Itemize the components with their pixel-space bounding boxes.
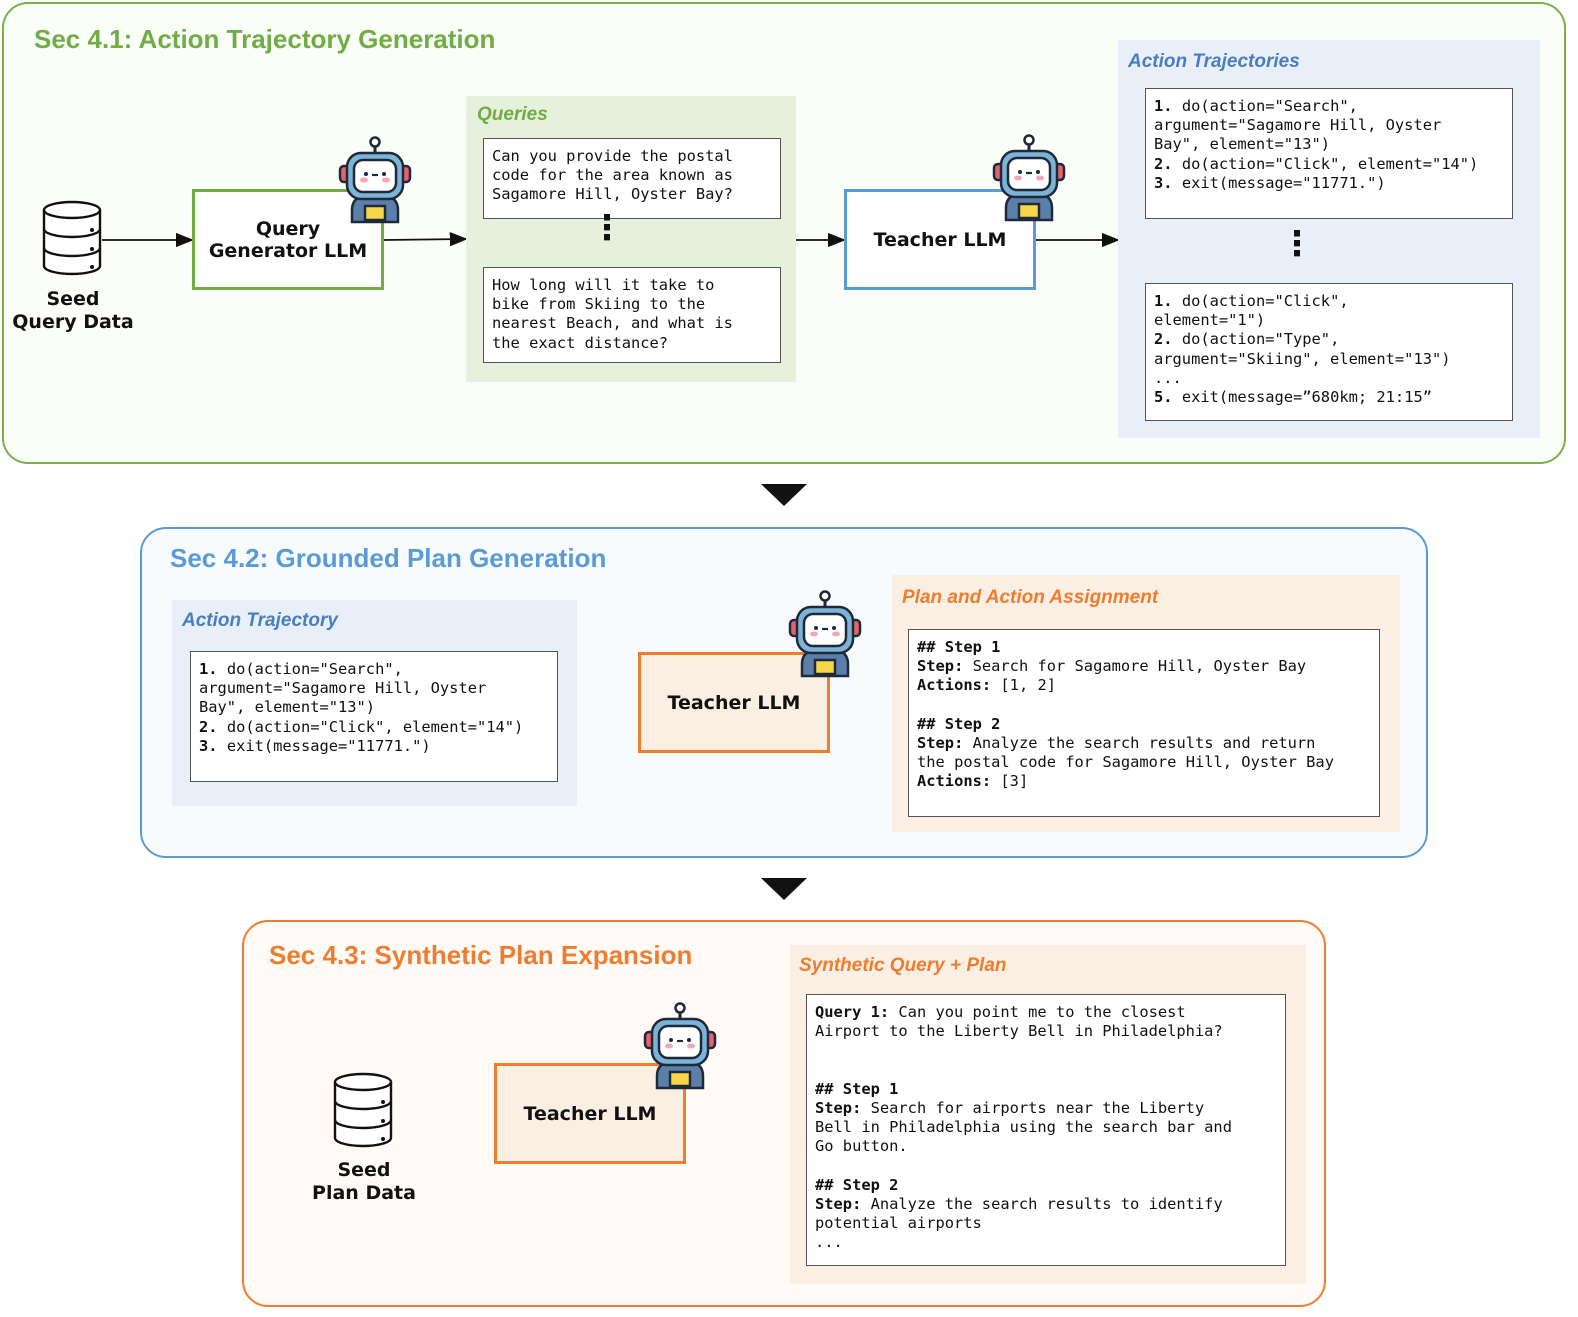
code-keyword: 2. (1154, 330, 1173, 349)
teacher-llm-label: Teacher LLM (873, 228, 1007, 251)
code-keyword: Actions: (917, 676, 992, 695)
code-text: exit(message=”680km; 21:15” (1172, 388, 1432, 407)
down-triangle-icon (761, 878, 807, 900)
code-text: Can you point me to the closest Airport … (815, 1003, 1223, 1041)
code-text: Search for Sagamore Hill, Oyster Bay (963, 657, 1307, 676)
queries-panel-title: Queries (477, 104, 548, 125)
code-text: do(action="Click", element="14") (217, 717, 524, 736)
query-card-1: Can you provide the postal code for the … (483, 138, 781, 219)
robot-icon (338, 136, 412, 224)
code-keyword: ## Step 1 Step: (815, 1079, 899, 1118)
code-keyword: 2. (199, 717, 218, 736)
query-card-2: How long will it take to bike from Skiin… (483, 267, 781, 363)
code-text: [1, 2] (1000, 676, 1057, 695)
query-generator-llm-label: Query Generator LLM (208, 217, 368, 262)
code-text: exit(message="11771.") (1172, 173, 1386, 192)
code-text: do(action="Click", element="14") (1172, 154, 1479, 173)
code-text: do(action="Click", element="1") (1154, 292, 1349, 330)
section-1-title: Sec 4.1: Action Trajectory Generation (34, 24, 496, 54)
database-icon (333, 1072, 393, 1148)
teacher-llm-label: Teacher LLM (523, 1102, 657, 1125)
code-keyword: Query 1: (815, 1003, 890, 1021)
code-keyword: 5. (1154, 388, 1173, 407)
code-text: [3] (991, 772, 1029, 791)
trajectory-card: 1. do(action="Search", argument="Sagamor… (190, 651, 558, 782)
synthetic-query-plan-title: Synthetic Query + Plan (799, 955, 1007, 976)
action-trajectories-title: Action Trajectories (1128, 51, 1300, 72)
code-keyword: ## Step 1 Step: (917, 638, 1001, 676)
code-keyword: 1. (1154, 97, 1173, 115)
section-2-title: Sec 4.2: Grounded Plan Generation (170, 543, 607, 573)
section-3-title: Sec 4.3: Synthetic Plan Expansion (269, 940, 693, 970)
ellipsis-vertical: ⋮ (1280, 224, 1314, 264)
code-keyword: 3. (1154, 173, 1173, 192)
code-text: do(action="Search", argument="Sagamore H… (199, 660, 487, 717)
code-keyword: 1. (1154, 292, 1173, 310)
trajectory-card-2: 1. do(action="Click", element="1") 2. do… (1145, 283, 1513, 421)
code-text: Analyze the search results and return th… (917, 734, 1334, 772)
action-trajectory-title: Action Trajectory (182, 610, 338, 631)
teacher-llm-box: Teacher LLM (638, 652, 830, 753)
code-keyword: 1. (199, 660, 218, 678)
code-keyword: 3. (199, 736, 218, 755)
plan-action-assignment-title: Plan and Action Assignment (902, 587, 1159, 608)
code-keyword: 2. (1154, 154, 1173, 173)
code-text: do(action="Search", argument="Sagamore H… (1154, 97, 1442, 154)
teacher-llm-box: Teacher LLM (844, 189, 1036, 290)
code-keyword: ## Step 2 Step: (917, 714, 1001, 753)
robot-icon (643, 1002, 717, 1090)
code-text: do(action="Type", argument="Skiing", ele… (1154, 330, 1451, 387)
code-text: exit(message="11771.") (217, 736, 431, 755)
down-triangle-icon (761, 484, 807, 506)
robot-icon (992, 134, 1066, 222)
robot-icon (788, 590, 862, 678)
database-icon (42, 200, 102, 276)
plan-card: ## Step 1 Step: Search for Sagamore Hill… (908, 629, 1380, 817)
synthetic-plan-card: Query 1: Can you point me to the closest… (806, 994, 1286, 1266)
code-text: Search for airports near the Liberty Bel… (815, 1099, 1232, 1156)
trajectory-card-1: 1. do(action="Search", argument="Sagamor… (1145, 88, 1513, 219)
teacher-llm-box: Teacher LLM (494, 1063, 686, 1164)
seed-plan-data-label: Seed Plan Data (312, 1159, 416, 1204)
code-text: Analyze the search results to identify p… (815, 1195, 1223, 1252)
ellipsis-vertical: ⋮ (590, 208, 624, 248)
seed-query-data-label: Seed Query Data (12, 288, 134, 333)
code-keyword: ## Step 2 Step: (815, 1175, 899, 1214)
teacher-llm-label: Teacher LLM (667, 691, 801, 714)
arrow-icon (383, 231, 468, 247)
code-keyword: Actions: (917, 772, 992, 791)
